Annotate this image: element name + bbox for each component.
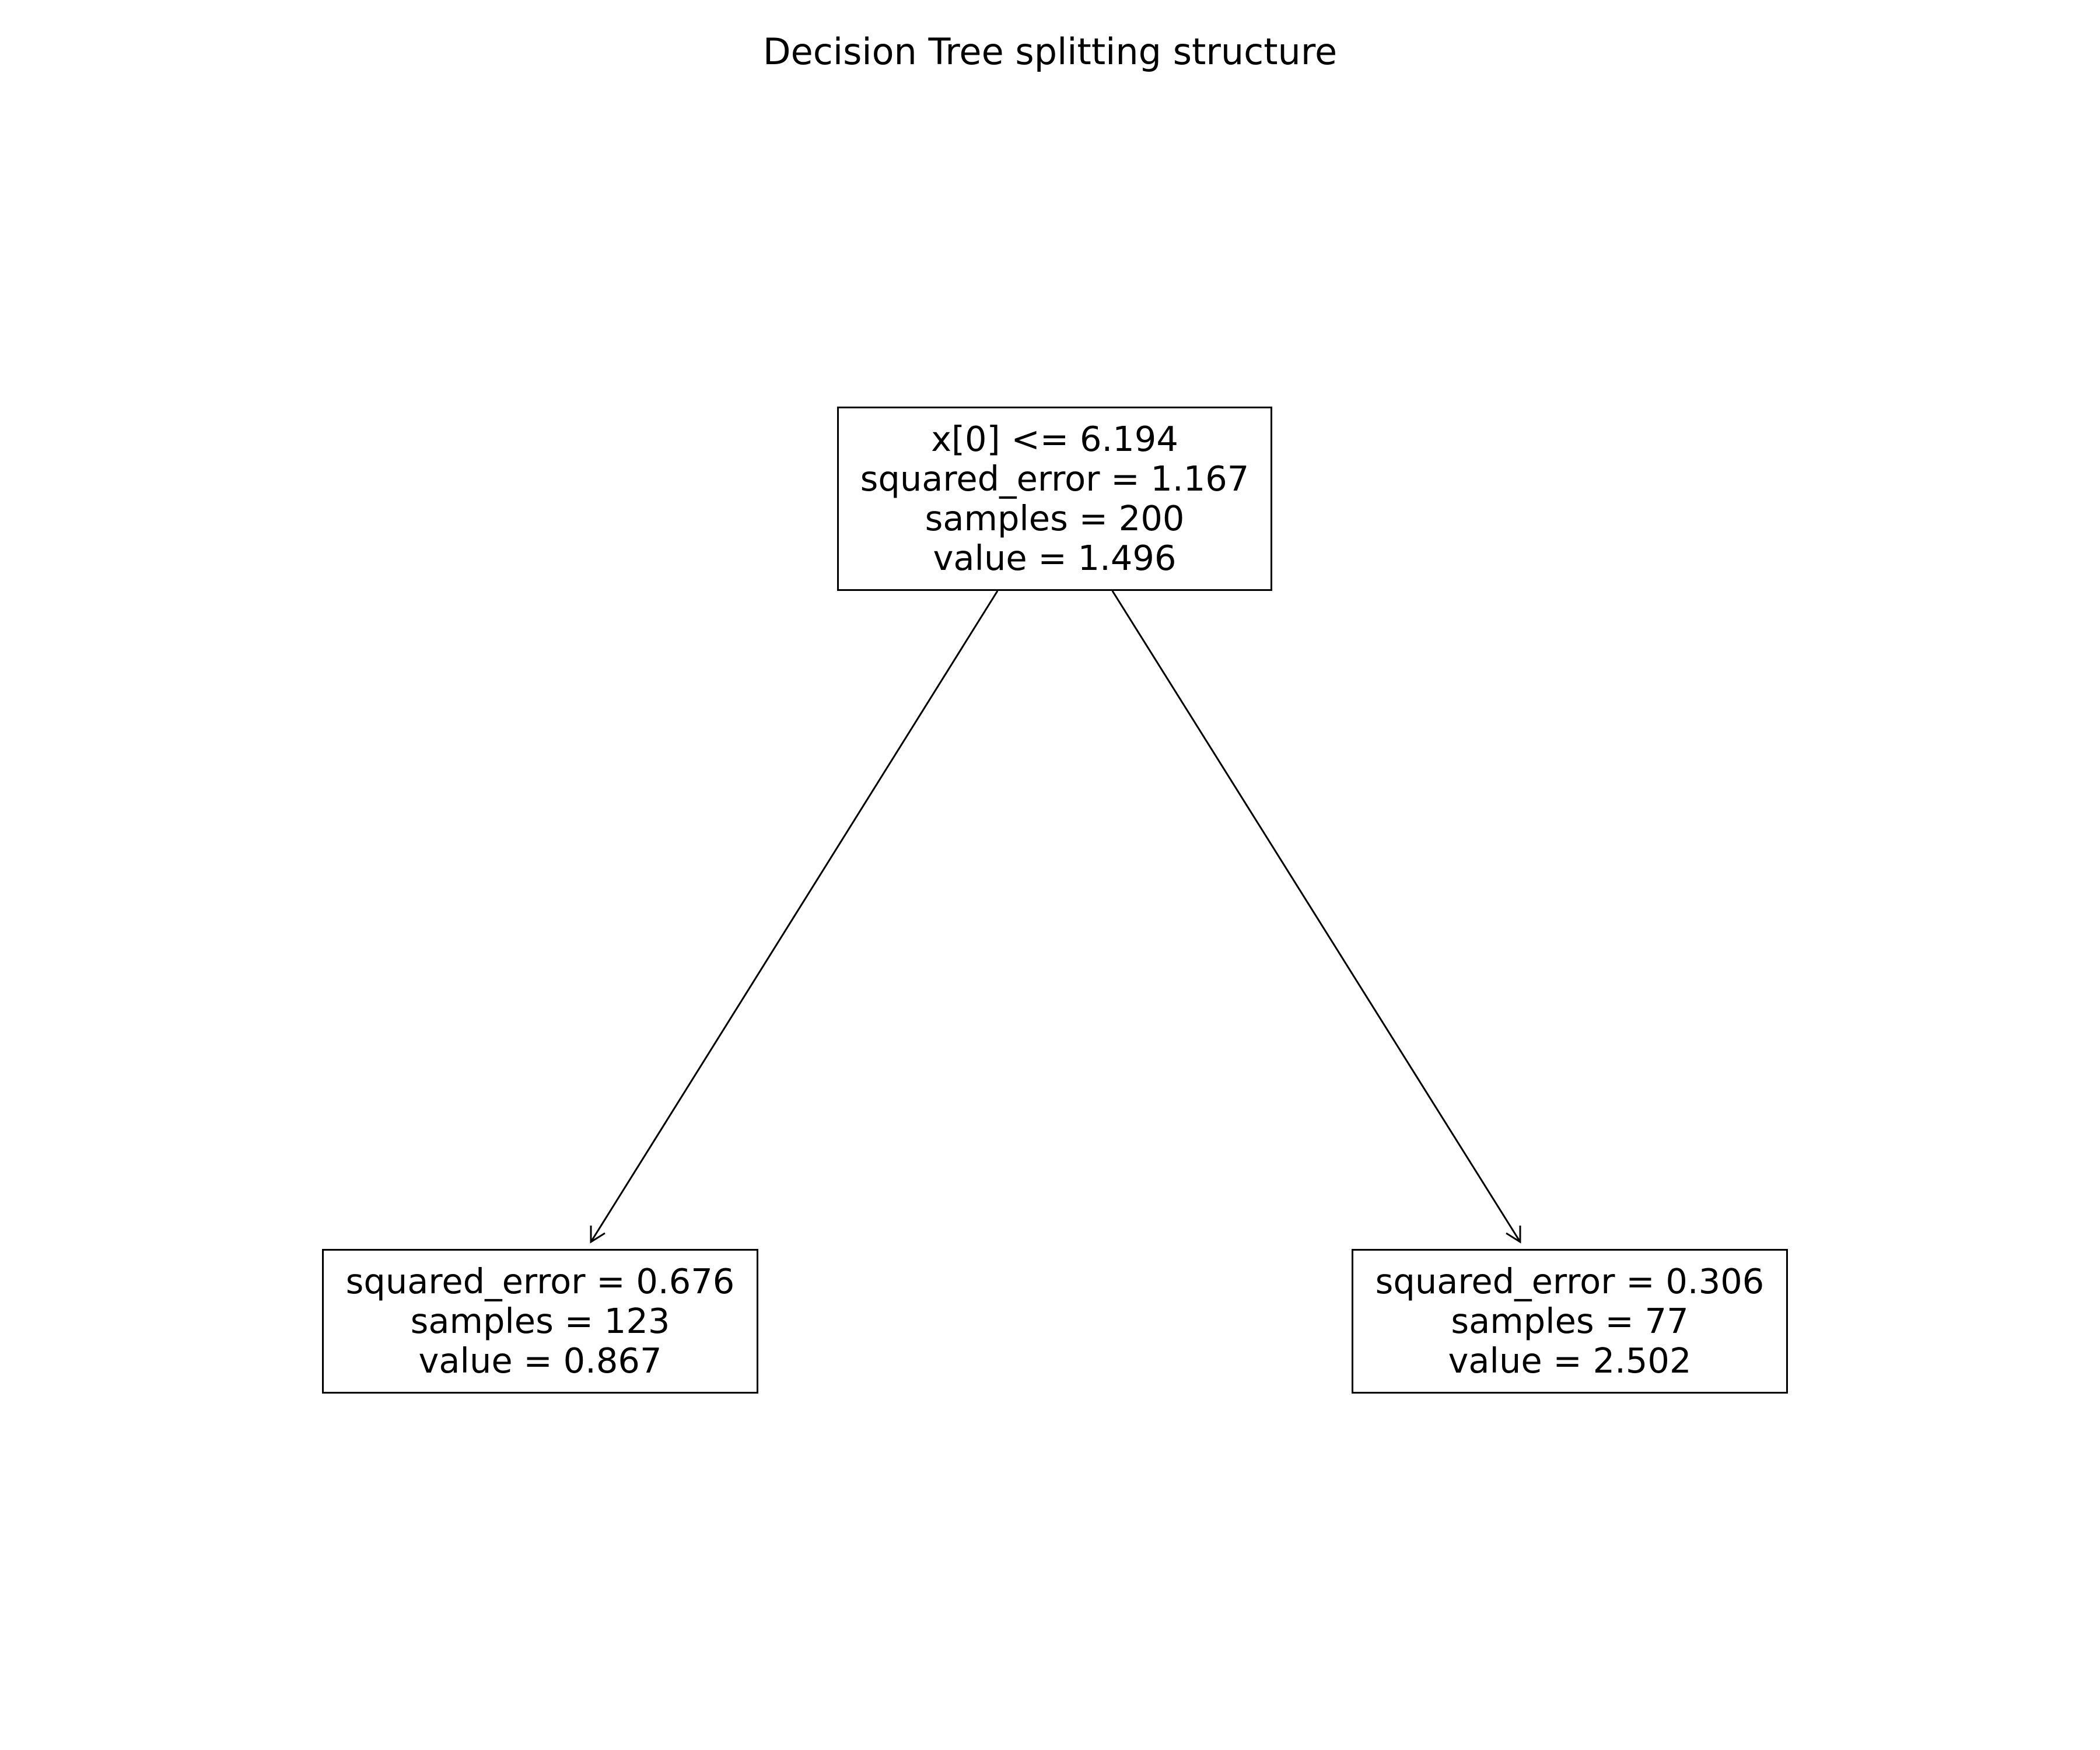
- node-root-samples: samples = 200: [925, 498, 1185, 538]
- edge-root-to-left: [590, 590, 999, 1242]
- node-root-value: value = 1.496: [933, 538, 1177, 578]
- tree-node-right-leaf: squared_error = 0.306 samples = 77 value…: [1352, 1249, 1788, 1394]
- node-left-squared-error: squared_error = 0.676: [345, 1261, 735, 1301]
- node-left-value: value = 0.867: [418, 1340, 662, 1381]
- figure-title: Decision Tree splitting structure: [762, 30, 1338, 73]
- node-left-samples: samples = 123: [410, 1301, 670, 1341]
- tree-node-root: x[0] <= 6.194 squared_error = 1.167 samp…: [837, 407, 1272, 591]
- node-root-split-rule: x[0] <= 6.194: [931, 419, 1178, 459]
- tree-node-left-leaf: squared_error = 0.676 samples = 123 valu…: [322, 1249, 758, 1394]
- node-right-squared-error: squared_error = 0.306: [1375, 1261, 1765, 1301]
- edge-right-arrowhead: [1506, 1226, 1521, 1244]
- node-root-squared-error: squared_error = 1.167: [860, 459, 1250, 499]
- edge-root-to-right: [1111, 590, 1521, 1242]
- node-right-samples: samples = 77: [1451, 1301, 1689, 1341]
- node-right-value: value = 2.502: [1448, 1340, 1692, 1381]
- edge-left-arrowhead: [590, 1226, 606, 1244]
